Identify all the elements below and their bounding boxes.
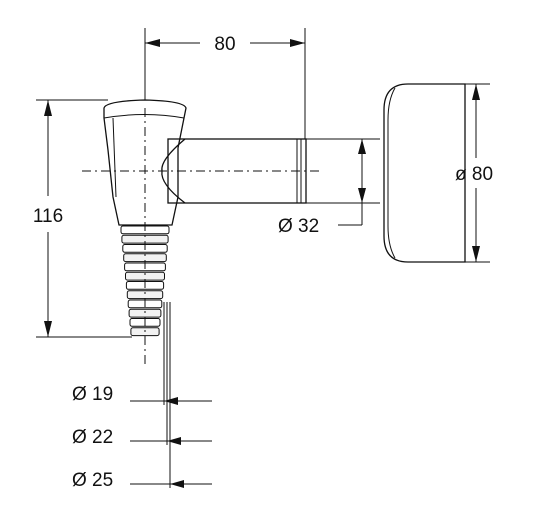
label-hose-d25: Ø 25 (72, 470, 113, 491)
hose-rib (128, 308, 162, 318)
label-pipe-diameter: Ø 32 (278, 216, 319, 237)
label-hose-d19: Ø 19 (72, 384, 113, 405)
hose-rib (126, 290, 164, 300)
dimension-pipe-diameter (306, 138, 380, 226)
label-rosette-diameter: ø 80 (455, 164, 493, 185)
label-width-top: 80 (214, 34, 235, 55)
wall-rosette (383, 83, 466, 263)
dimension-width-top (144, 28, 306, 139)
center-lines (82, 108, 320, 365)
dimension-rosette-diameter (410, 83, 490, 263)
label-height-left: 116 (33, 206, 63, 227)
dimension-hose-leaders (130, 302, 212, 488)
label-hose-d22: Ø 22 (72, 427, 113, 448)
dimension-height-left (36, 99, 132, 338)
valve-body (103, 99, 187, 226)
